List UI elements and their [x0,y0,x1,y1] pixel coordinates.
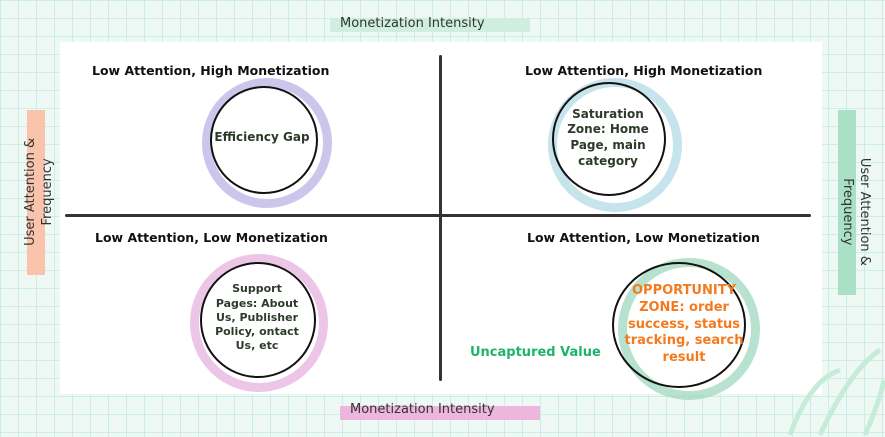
bottom-axis-label: Monetization Intensity [350,402,495,417]
circle-inner [210,86,318,194]
circle-efficiency-gap [202,78,332,208]
uncaptured-value-annotation: Uncaptured Value [470,345,601,360]
left-axis-highlight [27,110,45,275]
right-axis-line2: Frequency [840,178,855,246]
top-axis-label: Monetization Intensity [340,16,485,31]
efficiency-gap-text: Efficiency Gap [214,130,310,145]
left-axis-label: User Attention & Frequency [23,112,57,272]
circle-inner [200,262,316,378]
decorative-swoosh [787,347,885,437]
quadrant-label-bottom-right: Low Attention, Low Monetization [527,230,760,245]
circle-inner [612,262,746,388]
vertical-axis [439,55,442,381]
left-axis-line2: Frequency [40,158,55,226]
quadrant-label-top-right: Low Attention, High Monetization [525,63,763,78]
horizontal-axis [65,214,811,217]
support-pages-text: Support Pages: About Us, Publisher Polic… [215,282,299,353]
circle-inner [552,82,666,196]
right-axis-line1: User Attention & [856,157,872,266]
quadrant-label-top-left: Low Attention, High Monetization [92,63,330,78]
opportunity-zone-text: OPPORTUNITY ZONE: order success, status … [624,282,744,366]
quadrant-label-bottom-left: Low Attention, Low Monetization [95,230,328,245]
circle-support-pages [190,254,328,392]
right-axis-highlight [838,110,856,295]
left-axis-line1: User Attention & [23,137,39,246]
top-axis-highlight [330,18,530,32]
right-axis-label: User Attention & Frequency [838,132,872,292]
bottom-axis-highlight [340,406,540,420]
saturation-zone-text: Saturation Zone: Home Page, main categor… [567,106,649,168]
